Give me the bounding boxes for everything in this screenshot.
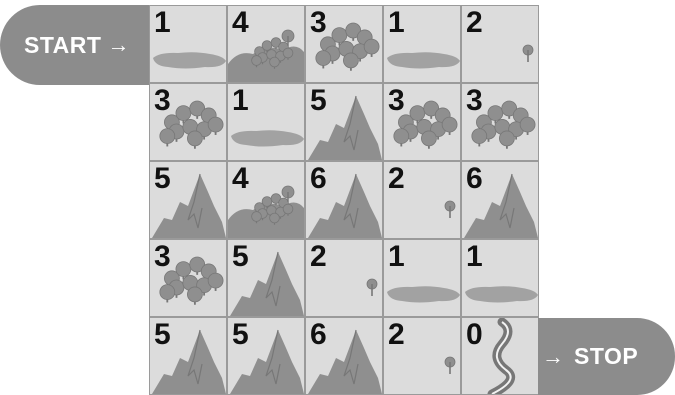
cell-number: 6 <box>466 162 483 196</box>
stop-arrow-icon: → <box>542 344 564 370</box>
cell-number: 6 <box>310 162 327 196</box>
grid-cell-r1-c2[interactable]: 4 <box>228 6 304 82</box>
cell-number: 5 <box>154 318 171 352</box>
grid-cell-r5-c2[interactable]: 5 <box>228 318 304 394</box>
grid-cell-r2-c1[interactable]: 3 <box>150 84 226 160</box>
grid-cell-r5-c1[interactable]: 5 <box>150 318 226 394</box>
grid-cell-r1-c3[interactable]: 3 <box>306 6 382 82</box>
cell-number: 4 <box>232 162 249 196</box>
cell-number: 5 <box>232 240 249 274</box>
grid-cell-r3-c2[interactable]: 4 <box>228 162 304 238</box>
grid-cell-r1-c4[interactable]: 1 <box>384 6 460 82</box>
cell-number: 2 <box>466 6 483 40</box>
grid-cell-r5-c4[interactable]: 2 <box>384 318 460 394</box>
start-label: START <box>24 32 101 59</box>
cell-number: 3 <box>388 84 405 118</box>
grid-cell-r2-c2[interactable]: 1 <box>228 84 304 160</box>
cell-number: 1 <box>388 240 405 274</box>
cell-number: 1 <box>466 240 483 274</box>
grid-cell-r3-c3[interactable]: 6 <box>306 162 382 238</box>
cell-number: 2 <box>310 240 327 274</box>
grid-cell-r3-c5[interactable]: 6 <box>462 162 538 238</box>
cell-number: 2 <box>388 162 405 196</box>
cell-number: 2 <box>388 318 405 352</box>
cell-number: 5 <box>232 318 249 352</box>
grid-cell-r2-c4[interactable]: 3 <box>384 84 460 160</box>
grid-cell-r3-c1[interactable]: 5 <box>150 162 226 238</box>
grid-cell-r1-c5[interactable]: 2 <box>462 6 538 82</box>
cell-number: 1 <box>154 6 171 40</box>
cell-number: 0 <box>466 318 483 352</box>
cell-number: 3 <box>310 6 327 40</box>
start-badge: START → <box>0 5 152 85</box>
grid-cell-r1-c1[interactable]: 1 <box>150 6 226 82</box>
grid-cell-r3-c4[interactable]: 2 <box>384 162 460 238</box>
grid-cell-r4-c2[interactable]: 5 <box>228 240 304 316</box>
grid-cell-r4-c1[interactable]: 3 <box>150 240 226 316</box>
cell-number: 1 <box>388 6 405 40</box>
stop-label: STOP <box>574 343 638 370</box>
grid-cell-r4-c3[interactable]: 2 <box>306 240 382 316</box>
cell-number: 4 <box>232 6 249 40</box>
cell-number: 3 <box>154 240 171 274</box>
grid-cell-r2-c5[interactable]: 3 <box>462 84 538 160</box>
terrain-grid: 1 4 3 1 2 3 1 5 3 3 5 4 6 2 6 3 5 2 1 1 5 5 6 2 0 <box>149 5 539 395</box>
grid-cell-r4-c5[interactable]: 1 <box>462 240 538 316</box>
grid-cell-r5-c3[interactable]: 6 <box>306 318 382 394</box>
cell-number: 1 <box>232 84 249 118</box>
grid-cell-r2-c3[interactable]: 5 <box>306 84 382 160</box>
cell-number: 5 <box>310 84 327 118</box>
grid-cell-r5-c5[interactable]: 0 <box>462 318 538 394</box>
cell-number: 6 <box>310 318 327 352</box>
stop-badge: → STOP <box>538 318 675 395</box>
grid-cell-r4-c4[interactable]: 1 <box>384 240 460 316</box>
start-arrow-icon: → <box>107 32 129 58</box>
cell-number: 5 <box>154 162 171 196</box>
cell-number: 3 <box>466 84 483 118</box>
cell-number: 3 <box>154 84 171 118</box>
